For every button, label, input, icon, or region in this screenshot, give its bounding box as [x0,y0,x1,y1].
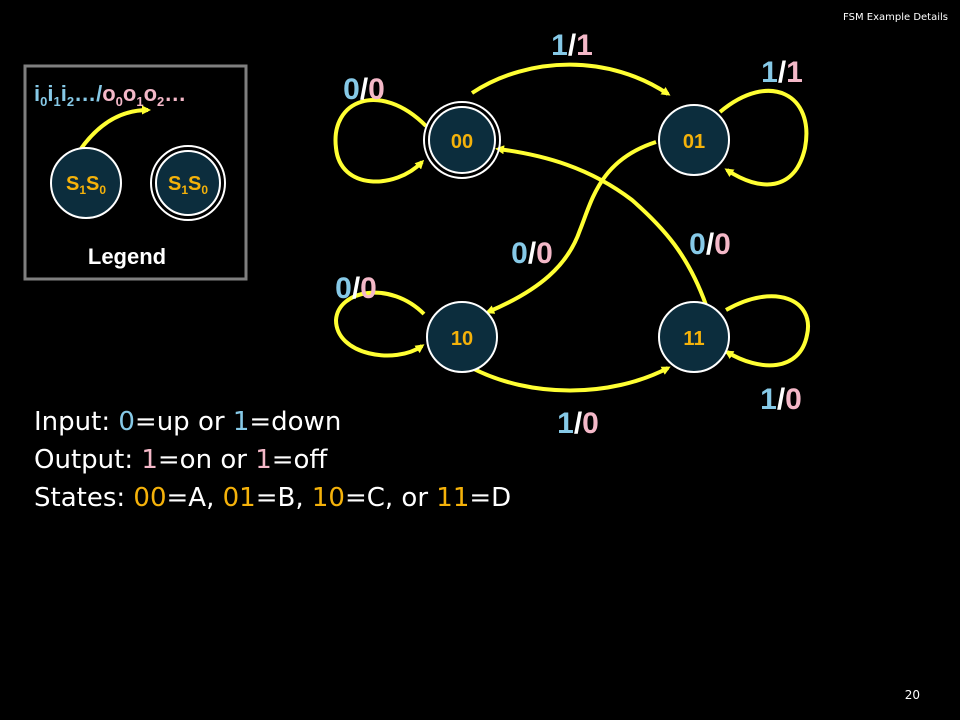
output-line: Output: 1=on or 1=off [34,441,511,479]
description-block: Input: 0=up or 1=down Output: 1=on or 1=… [34,403,511,517]
input-value-1: 1 [232,407,250,437]
input-text-2: =down [249,407,342,437]
state-code-10: 10 [311,483,345,513]
arrow-self-00 [333,98,428,184]
input-text-1: =up or [134,407,233,437]
input-line: Input: 0=up or 1=down [34,403,511,441]
legend-arrow [78,105,151,152]
states-prefix: States: [34,483,134,513]
state-name-c: =C, or [344,483,437,513]
label-11-to-00: 0/0 [689,228,731,261]
label-self-10: 0/0 [335,272,377,305]
slide-header: FSM Example Details [843,12,948,23]
arrow-10-to-11 [471,366,671,393]
legend-io-label: i0i1i2…/o0o1o2… [34,81,186,109]
state-10: 10 [426,301,498,373]
output-value-0: 1 [141,445,158,475]
legend-title: Legend [88,244,166,269]
legend-initial-state [155,150,221,216]
state-name-a: =A, [166,483,223,513]
state-00-label: 00 [451,131,473,153]
state-11: 11 [658,301,730,373]
arrow-self-01 [718,88,809,187]
output-text-2: =off [271,445,328,475]
output-text-1: =on or [157,445,256,475]
label-00-to-01: 1/1 [551,29,593,62]
output-prefix: Output: [34,445,142,475]
output-value-1: 1 [255,445,272,475]
legend-box: i0i1i2…/o0o1o2… S1S0 S1S0 Legend [23,64,248,281]
input-prefix: Input: [34,407,119,437]
label-01-to-10: 0/0 [511,237,553,270]
legend-initial-state-outer [150,145,226,221]
arrow-11-to-00 [495,145,708,306]
state-10-label: 10 [451,328,473,350]
state-01: 01 [658,104,730,176]
state-code-01: 01 [222,483,256,513]
state-01-label: 01 [683,131,705,153]
page-number: 20 [904,688,920,702]
state-code-00: 00 [133,483,167,513]
state-name-b: =B, [255,483,312,513]
transition-labels: 0/0 1/1 1/1 0/0 0/0 0/0 1/0 1/0 [335,29,803,440]
states-line: States: 00=A, 01=B, 10=C, or 11=D [34,479,511,517]
arrow-self-10 [333,290,426,358]
state-name-d: =D [469,483,512,513]
state-00: 00 [423,101,501,179]
legend-state-label: S1S0 [66,173,106,197]
arrow-self-11 [724,294,811,368]
input-value-0: 0 [118,407,135,437]
state-11-label: 11 [683,328,704,350]
legend-state [50,147,122,219]
label-10-to-11: 1/0 [557,407,599,440]
label-self-01: 1/1 [761,56,803,89]
label-self-11: 1/0 [760,383,802,416]
label-self-00: 0/0 [343,73,385,106]
legend-initial-state-label: S1S0 [168,173,208,197]
arrow-00-to-01 [470,62,671,96]
state-code-11: 11 [436,483,470,513]
arrow-01-to-10 [485,140,657,314]
transition-arrows [333,62,811,393]
